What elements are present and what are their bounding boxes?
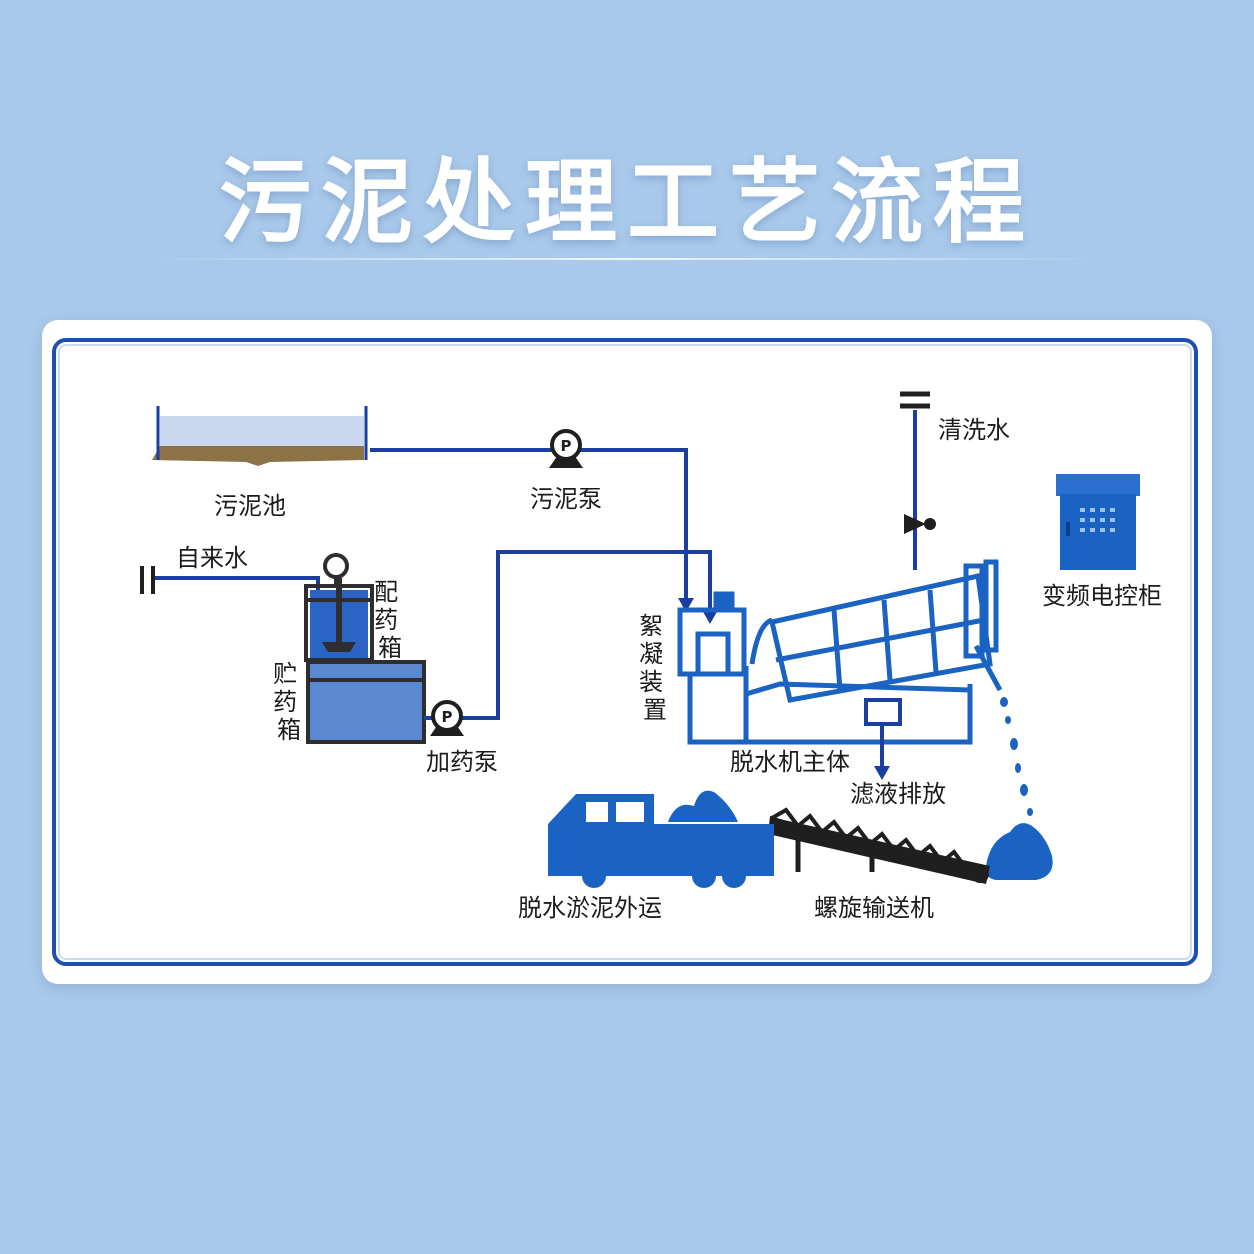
storage-tank-char: 箱 bbox=[277, 716, 301, 744]
wash-water-valve-icon bbox=[904, 514, 936, 534]
flocculation-char: 装 bbox=[639, 668, 663, 696]
control-cabinet-icon bbox=[1056, 474, 1140, 570]
wash-water-label: 清洗水 bbox=[938, 416, 1010, 444]
sludge-pile bbox=[985, 823, 1053, 880]
tap-water-label: 自来水 bbox=[176, 544, 248, 572]
sludge-tank-label: 污泥池 bbox=[214, 492, 286, 520]
wash-water-line bbox=[900, 391, 930, 570]
sludge-pump-mark: P bbox=[561, 437, 572, 455]
mixing-tank-char: 配 bbox=[374, 578, 398, 606]
control-cabinet-label: 变频电控柜 bbox=[1042, 582, 1162, 610]
sludge-pump-label: 污泥泵 bbox=[530, 485, 602, 513]
dosing-flow-arrow bbox=[702, 610, 718, 624]
flocculation-char: 置 bbox=[643, 696, 667, 724]
flocculation-char: 絮 bbox=[639, 612, 663, 640]
mixing-tank-char: 箱 bbox=[378, 634, 402, 662]
mixing-tank bbox=[304, 553, 374, 662]
dosing-pipe bbox=[424, 550, 712, 720]
storage-tank-char: 贮 bbox=[273, 660, 297, 688]
mixing-tank-char: 药 bbox=[374, 606, 398, 634]
storage-tank-char: 药 bbox=[273, 688, 297, 716]
tap-water-pipe bbox=[155, 576, 320, 596]
sludge-truck-icon bbox=[548, 790, 774, 888]
sludge-pipe bbox=[370, 448, 688, 600]
dewatering-body-label: 脱水机主体 bbox=[730, 748, 850, 776]
flocculation-char: 凝 bbox=[639, 640, 663, 668]
sludge-pump-icon: P bbox=[549, 429, 583, 468]
storage-tank-label: 贮 药 箱 bbox=[273, 660, 305, 744]
sludge-flow-arrow bbox=[678, 598, 694, 612]
sludge-transport-label: 脱水淤泥外运 bbox=[518, 894, 662, 922]
diagram-frame bbox=[52, 338, 1198, 966]
dewatering-machine bbox=[677, 559, 1003, 745]
dosing-pump-icon: P bbox=[430, 700, 464, 736]
tap-water-valve-icon bbox=[140, 566, 155, 594]
page-title: 污泥处理工艺流程 bbox=[218, 149, 1035, 256]
screw-conveyor-label: 螺旋输送机 bbox=[814, 894, 934, 922]
screw-conveyor bbox=[768, 807, 990, 884]
mixing-tank-label: 配 药 箱 bbox=[374, 578, 406, 662]
title-divider bbox=[150, 258, 1104, 260]
storage-tank bbox=[306, 660, 426, 744]
filtrate-outlet bbox=[864, 698, 902, 780]
filtrate-label: 滤液排放 bbox=[850, 780, 946, 808]
sludge-tank bbox=[152, 406, 368, 466]
falling-sludge-drops bbox=[1000, 697, 1033, 816]
flocculation-label: 絮 凝 装 置 bbox=[639, 612, 671, 724]
dosing-pump-mark: P bbox=[442, 708, 453, 726]
dosing-pump-label: 加药泵 bbox=[426, 748, 498, 776]
